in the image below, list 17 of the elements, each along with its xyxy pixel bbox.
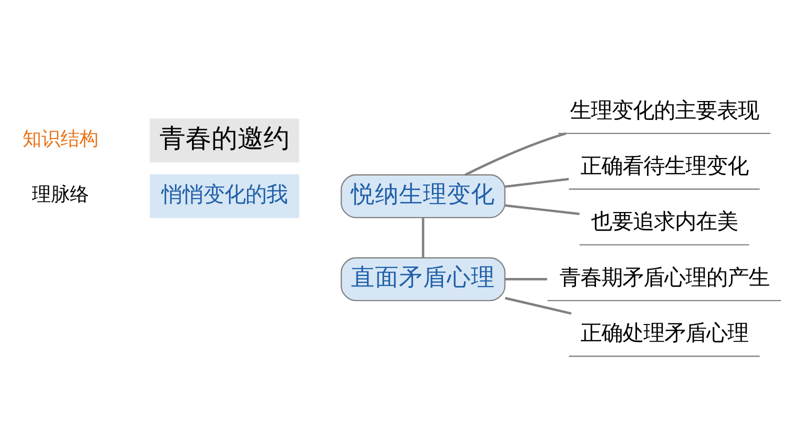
node-box: 青春的邀约 [150, 118, 300, 162]
connector [422, 218, 424, 258]
connector [505, 204, 580, 216]
connector [505, 278, 548, 280]
connector [504, 178, 569, 188]
node-box: 直面矛盾心理 [340, 257, 506, 302]
node-box: 悦纳生理变化 [340, 174, 506, 218]
node-text: 正确处理矛盾心理 [580, 321, 748, 346]
node-text: 也要追求内在美 [590, 210, 738, 235]
connector [464, 132, 566, 176]
node-text: 青春期矛盾心理的产生 [559, 265, 770, 290]
label: 知识结构 [22, 128, 98, 150]
label: 理脉络 [32, 184, 89, 206]
node-text: 生理变化的主要表现 [570, 98, 759, 124]
node-text: 正确看待生理变化 [580, 154, 748, 180]
connector [504, 296, 572, 315]
node-box: 悄悄变化的我 [150, 174, 300, 218]
